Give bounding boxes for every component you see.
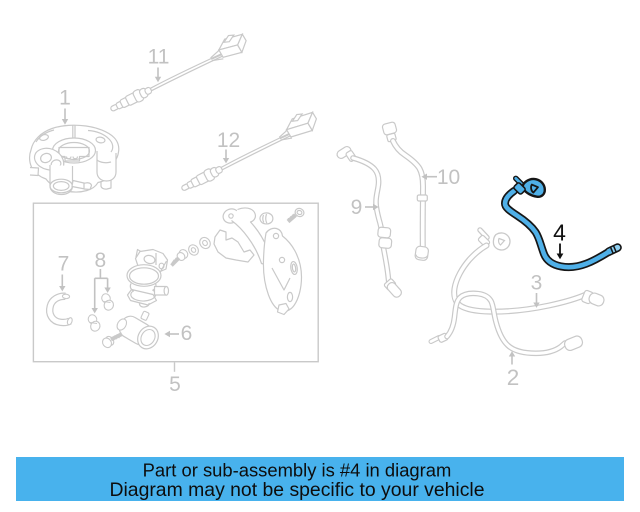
svg-text:Part or sub-assembly is #4 in: Part or sub-assembly is #4 in diagram	[143, 460, 452, 481]
svg-text:6: 6	[181, 322, 193, 345]
svg-text:4: 4	[553, 220, 566, 246]
svg-text:5: 5	[169, 373, 181, 396]
svg-text:2: 2	[507, 365, 520, 390]
svg-text:12: 12	[217, 129, 240, 152]
svg-text:1: 1	[59, 87, 71, 110]
svg-text:11: 11	[148, 46, 170, 69]
svg-text:8: 8	[94, 249, 106, 272]
svg-text:3: 3	[531, 272, 543, 295]
svg-text:7: 7	[58, 253, 70, 276]
svg-text:Diagram may not be specific to: Diagram may not be specific to your vehi…	[109, 479, 484, 501]
svg-text:9: 9	[351, 196, 363, 219]
svg-text:10: 10	[437, 166, 460, 189]
